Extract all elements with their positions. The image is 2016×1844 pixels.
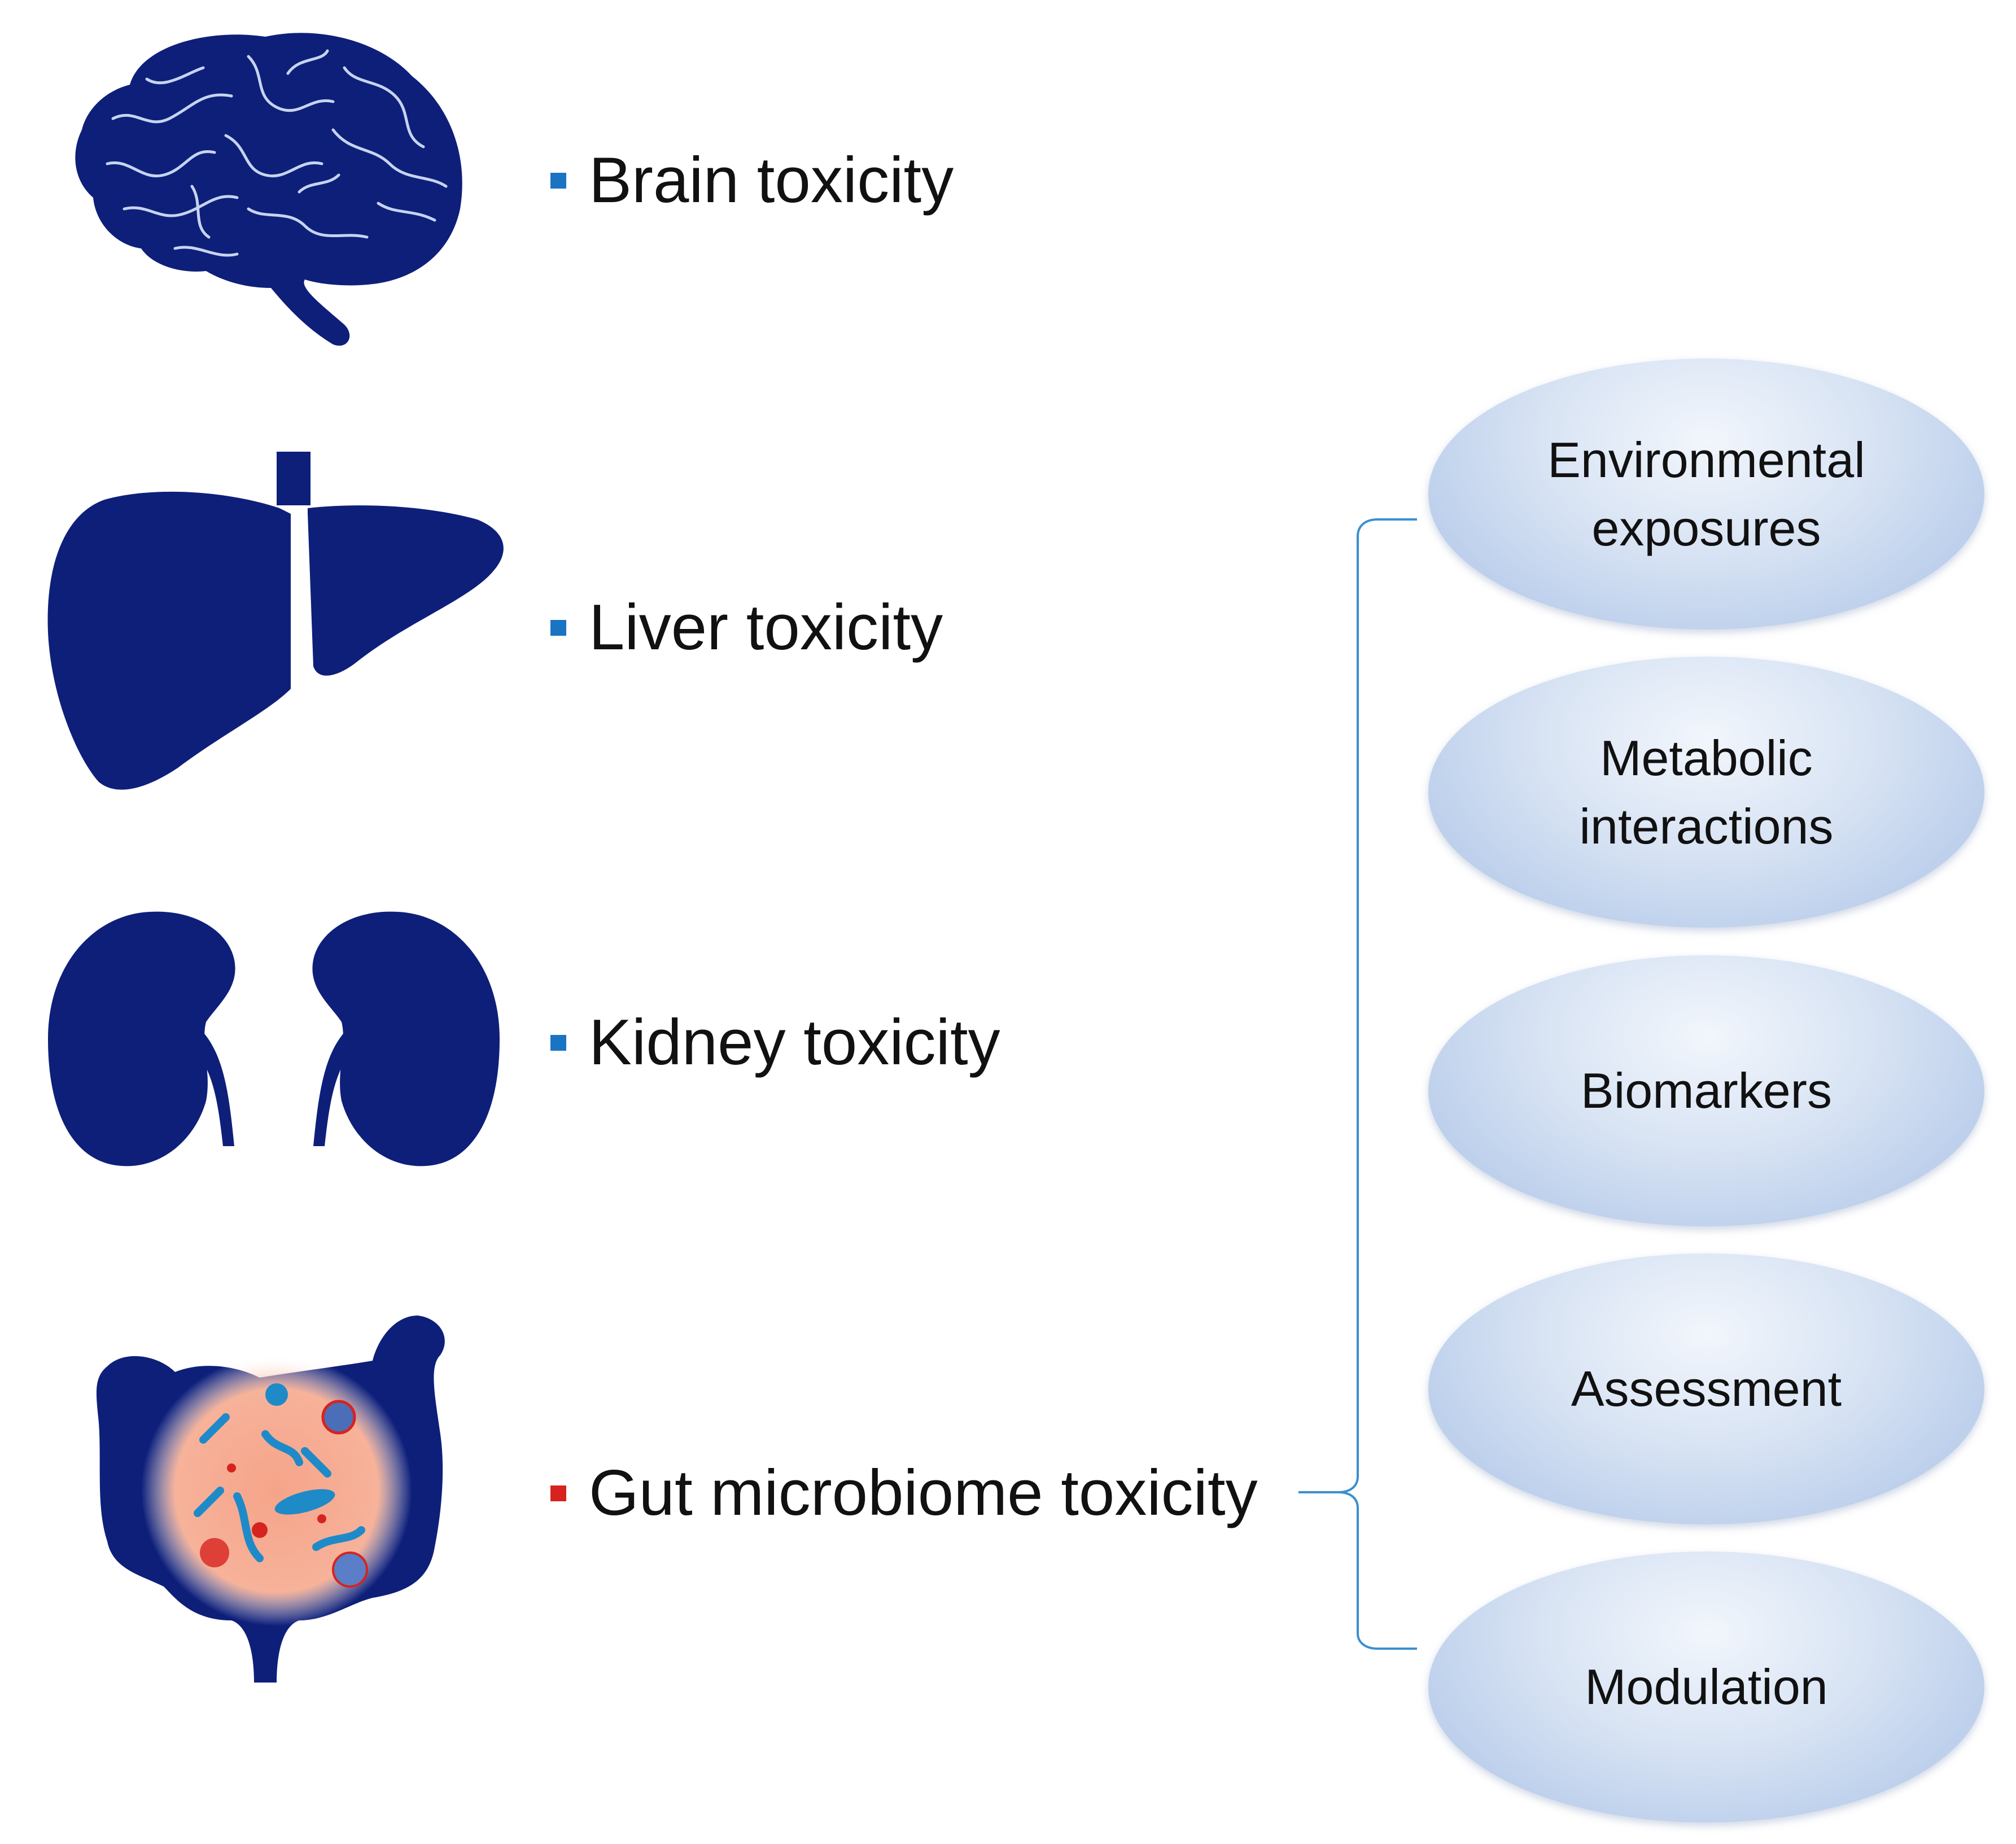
brain-icon <box>62 23 474 350</box>
organ-label-kidney: Kidney toxicity <box>550 1000 1000 1085</box>
topic-ellipse-assessment: Assessment <box>1428 1253 1984 1524</box>
organ-label-gut-microbiome: Gut microbiome toxicity <box>550 1451 1258 1536</box>
topic-line: Environmental <box>1547 431 1865 488</box>
topic-ellipse-environmental-exposures: Environmental exposures <box>1428 359 1984 630</box>
organ-label-brain: Brain toxicity <box>550 138 954 223</box>
topic-line: exposures <box>1591 500 1821 556</box>
liver-icon <box>42 452 511 802</box>
topic-line: Modulation <box>1585 1659 1828 1715</box>
bullet-marker <box>550 620 566 636</box>
organ-label-text: Liver toxicity <box>589 592 943 663</box>
organ-label-text: Gut microbiome toxicity <box>589 1457 1258 1529</box>
bullet-marker <box>550 1485 566 1501</box>
organ-label-text: Kidney toxicity <box>589 1007 1000 1078</box>
bullet-marker <box>550 1035 566 1051</box>
topic-line: Metabolic <box>1600 729 1813 786</box>
topic-line: interactions <box>1579 798 1834 854</box>
kidney-icon <box>48 909 500 1169</box>
gut-microbiome-icon <box>90 1304 457 1688</box>
topic-line: Assessment <box>1571 1361 1842 1417</box>
bullet-marker <box>550 173 566 189</box>
organ-label-liver: Liver toxicity <box>550 585 943 670</box>
topic-line: Biomarkers <box>1581 1063 1832 1119</box>
topic-ellipse-metabolic-interactions: Metabolic interactions <box>1428 657 1984 928</box>
topic-ellipse-modulation: Modulation <box>1428 1552 1984 1823</box>
organ-label-text: Brain toxicity <box>589 145 954 216</box>
topic-ellipse-biomarkers: Biomarkers <box>1428 955 1984 1226</box>
